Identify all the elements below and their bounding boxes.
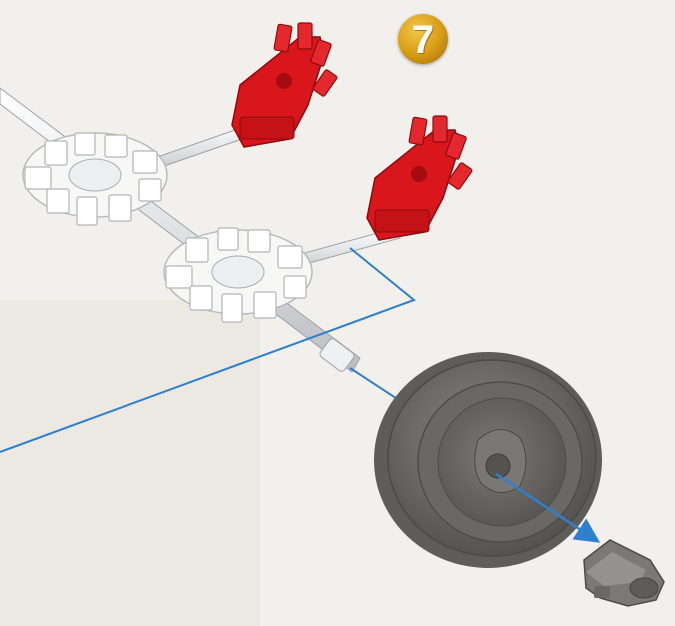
step-number: 7 [412,20,434,60]
background-shade [0,300,260,626]
wheel [374,352,602,568]
step-number-badge: 7 [398,14,448,64]
